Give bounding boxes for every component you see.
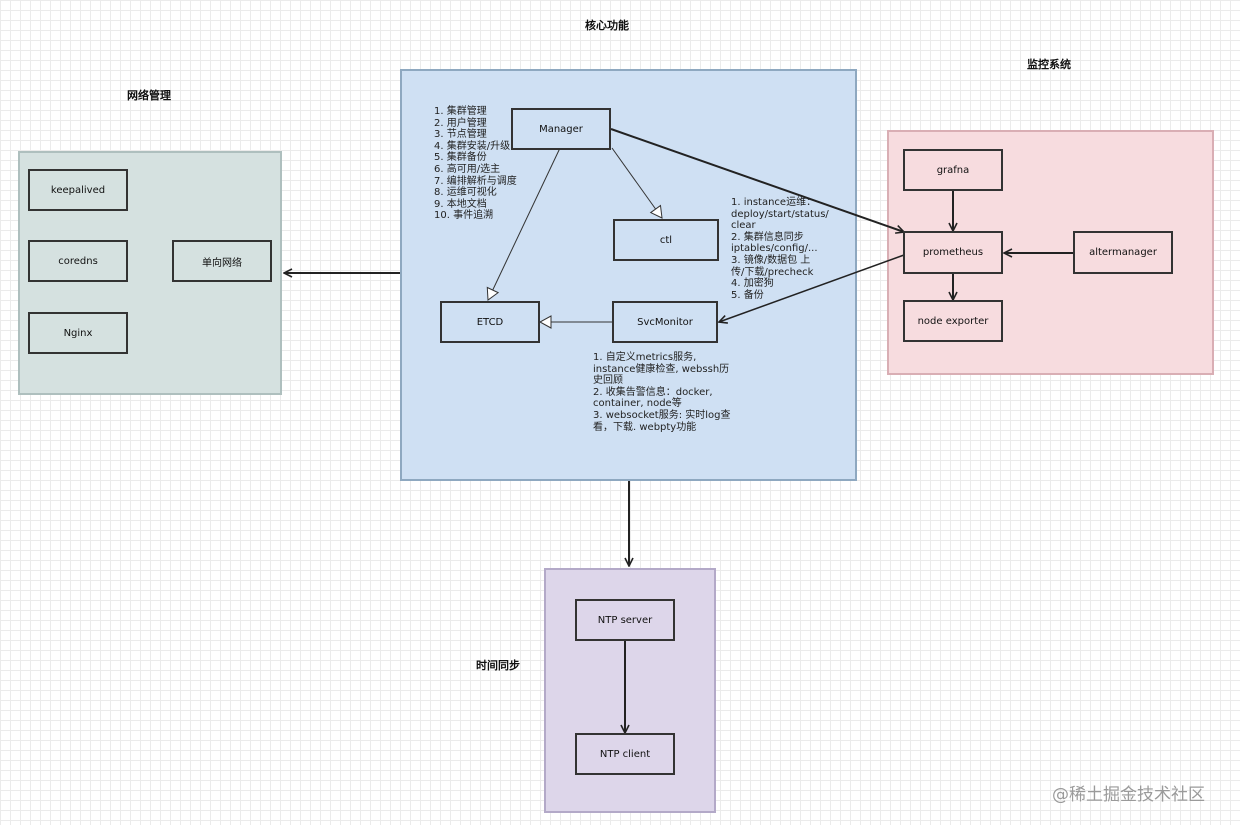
core-group-title: 核心功能 [585,19,629,32]
ntp-client-node: NTP client [575,733,675,775]
ctl-feature-list: 1. instance运维： deploy/start/status/ clea… [731,197,829,301]
watermark: @稀土掘金技术社区 [1052,785,1205,805]
edge-manager-to-etcd [486,147,561,301]
svcmonitor-feature: 2. 收集告警信息：docker, [593,386,713,398]
svcmonitor-feature: container, node等 [593,398,682,410]
svcmonitor-feature: 1. 自定义metrics服务, [593,352,697,363]
ctl-feature: 3. 镜像/数据包 上 [731,254,811,266]
ctl-feature: deploy/start/status/ [731,208,829,220]
manager-feature: 4. 集群安装/升级 [434,140,511,152]
ctl-feature: 2. 集群信息同步 [731,231,804,243]
ctl-feature: 5. 备份 [731,289,764,301]
svcmonitor-feature: 看，下载. webpty功能 [593,421,697,433]
manager-feature: 2. 用户管理 [434,117,487,129]
edge-manager-to-ctl [611,147,663,219]
manager-feature: 1. 集群管理 [434,106,487,117]
manager-node: Manager [511,108,611,150]
oneway-network-node: 单向网络 [172,240,272,282]
ntp-server-node: NTP server [575,599,675,641]
node-exporter-node: node exporter [903,300,1003,342]
manager-feature: 6. 高可用/选主 [434,163,501,175]
ctl-feature: iptables/config/... [731,243,818,255]
ctl-feature: 传/下载/precheck [731,266,814,278]
manager-feature-list: 1. 集群管理 2. 用户管理 3. 节点管理 4. 集群安装/升级 5. 集群… [434,106,517,222]
svcmonitor-feature: instance健康检查, webssh历 [593,363,730,375]
nginx-node: Nginx [28,312,128,354]
ctl-feature: clear [731,220,756,232]
monitor-group-title: 监控系统 [1027,58,1071,71]
etcd-node: ETCD [440,301,540,343]
ctl-feature: 1. instance运维： [731,197,817,208]
manager-feature: 10. 事件追溯 [434,210,494,222]
time-group-title: 时间同步 [476,659,520,672]
svcmonitor-node: SvcMonitor [612,301,718,343]
manager-feature: 8. 运维可视化 [434,187,497,199]
svcmonitor-feature-list: 1. 自定义metrics服务, instance健康检查, webssh历 史… [593,352,731,433]
prometheus-node: prometheus [903,231,1003,274]
ctl-feature: 4. 加密狗 [731,278,774,290]
svcmonitor-feature: 史回顾 [593,375,623,387]
manager-feature: 7. 编排解析与调度 [434,175,517,187]
core-group [400,69,857,481]
keepalived-node: keepalived [28,169,128,211]
edge-manager-to-prometheus [610,128,904,232]
altermanager-node: altermanager [1073,231,1173,274]
grafna-node: grafna [903,149,1003,191]
edge-prometheus-to-svcmonitor [719,254,905,322]
svcmonitor-feature: 3. websocket服务: 实时log查 [593,409,731,421]
ctl-node: ctl [613,219,719,261]
network-group-title: 网络管理 [127,89,171,102]
coredns-node: coredns [28,240,128,282]
manager-feature: 5. 集群备份 [434,152,487,164]
manager-feature: 9. 本地文档 [434,198,487,210]
manager-feature: 3. 节点管理 [434,129,487,141]
